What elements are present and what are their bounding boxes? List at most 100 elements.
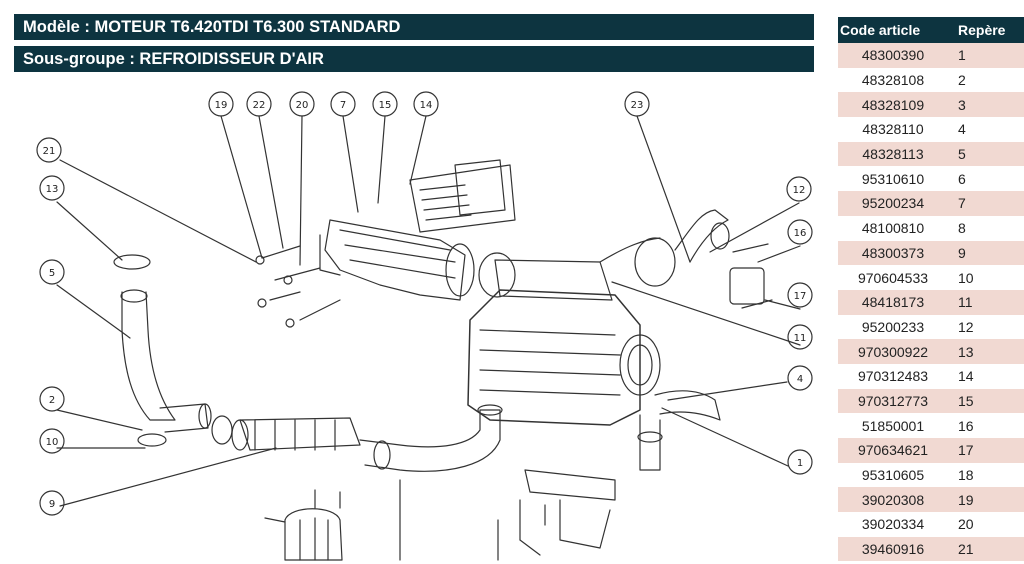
- repere-cell: 11: [948, 289, 1018, 315]
- callout-label: 20: [296, 100, 309, 111]
- part-code-cell: 48100810: [838, 215, 948, 241]
- callout-label: 12: [793, 185, 806, 196]
- repere-cell: 19: [948, 487, 1018, 513]
- callout-label: 13: [46, 184, 59, 195]
- extra-cell: [1018, 191, 1024, 216]
- extra-cell: [1018, 413, 1024, 438]
- part-code-cell: 39460916: [838, 536, 948, 562]
- column-header-repere: Repère: [948, 17, 1018, 43]
- part-code-cell: 95310605: [838, 462, 948, 488]
- part-code-cell: 48300390: [838, 43, 948, 68]
- model-title: Modèle : MOTEUR T6.420TDI T6.300 STANDAR…: [23, 18, 401, 36]
- repere-cell: 17: [948, 438, 1018, 463]
- callout-label: 14: [420, 100, 433, 111]
- part-code-cell: 48328113: [838, 141, 948, 167]
- callout-label: 7: [340, 100, 346, 111]
- subgroup-title: Sous-groupe : REFROIDISSEUR D'AIR: [23, 50, 324, 68]
- repere-cell: 18: [948, 462, 1018, 488]
- part-code-cell: 48418173: [838, 289, 948, 315]
- extra-cell: [1018, 265, 1024, 290]
- repere-cell: 1: [948, 43, 1018, 68]
- repere-cell: 4: [948, 117, 1018, 142]
- part-code-cell: 48328110: [838, 117, 948, 142]
- part-code-cell: 48328108: [838, 67, 948, 93]
- part-code-cell: 970312483: [838, 363, 948, 389]
- extra-cell: [1018, 166, 1024, 192]
- extra-cell: [1018, 67, 1024, 93]
- part-code-cell: 39020308: [838, 487, 948, 513]
- extra-cell: [1018, 289, 1024, 315]
- callout-label: 16: [794, 228, 807, 239]
- extra-cell: [1018, 117, 1024, 142]
- repere-cell: 8: [948, 215, 1018, 241]
- extra-cell: [1018, 141, 1024, 167]
- part-code-cell: 39020334: [838, 512, 948, 537]
- part-code-cell: 970312773: [838, 388, 948, 414]
- extra-cell: [1018, 314, 1024, 340]
- extra-cell: [1018, 462, 1024, 488]
- extra-cell: [1018, 339, 1024, 364]
- repere-cell: 14: [948, 363, 1018, 389]
- extra-cell: [1018, 215, 1024, 241]
- callout-label: 10: [46, 437, 59, 448]
- repere-cell: 12: [948, 314, 1018, 340]
- callout-label: 21: [43, 146, 56, 157]
- column-header-extra: [1018, 17, 1024, 43]
- extra-cell: [1018, 363, 1024, 389]
- repere-cell: 9: [948, 240, 1018, 266]
- part-code-cell: 51850001: [838, 413, 948, 438]
- repere-cell: 7: [948, 191, 1018, 216]
- extra-cell: [1018, 487, 1024, 513]
- repere-cell: 3: [948, 92, 1018, 118]
- callout-label: 4: [797, 374, 803, 385]
- callout-label: 1: [797, 458, 803, 469]
- part-code-cell: 95310610: [838, 166, 948, 192]
- exploded-parts-diagram: 19 22 20 7 15 14 23 21 13 5 12 16 17 11 …: [36, 91, 813, 561]
- callout-label: 2: [49, 395, 55, 406]
- repere-cell: 21: [948, 536, 1018, 562]
- extra-cell: [1018, 92, 1024, 118]
- repere-cell: 13: [948, 339, 1018, 364]
- callout-label: 22: [253, 100, 266, 111]
- part-code-cell: 970634621: [838, 438, 948, 463]
- part-code-cell: 48300373: [838, 240, 948, 266]
- column-header-code: Code article: [838, 17, 948, 43]
- callout-label: 17: [794, 291, 807, 302]
- extra-cell: [1018, 438, 1024, 463]
- repere-cell: 2: [948, 67, 1018, 93]
- callout-label: 23: [631, 100, 644, 111]
- extra-cell: [1018, 240, 1024, 266]
- parts-table-header: Code article Repère: [838, 17, 1024, 43]
- extra-cell: [1018, 536, 1024, 562]
- subgroup-title-bar: Sous-groupe : REFROIDISSEUR D'AIR: [14, 46, 814, 72]
- extra-cell: [1018, 43, 1024, 68]
- extra-cell: [1018, 512, 1024, 537]
- repere-cell: 15: [948, 388, 1018, 414]
- part-code-cell: 95200233: [838, 314, 948, 340]
- repere-cell: 5: [948, 141, 1018, 167]
